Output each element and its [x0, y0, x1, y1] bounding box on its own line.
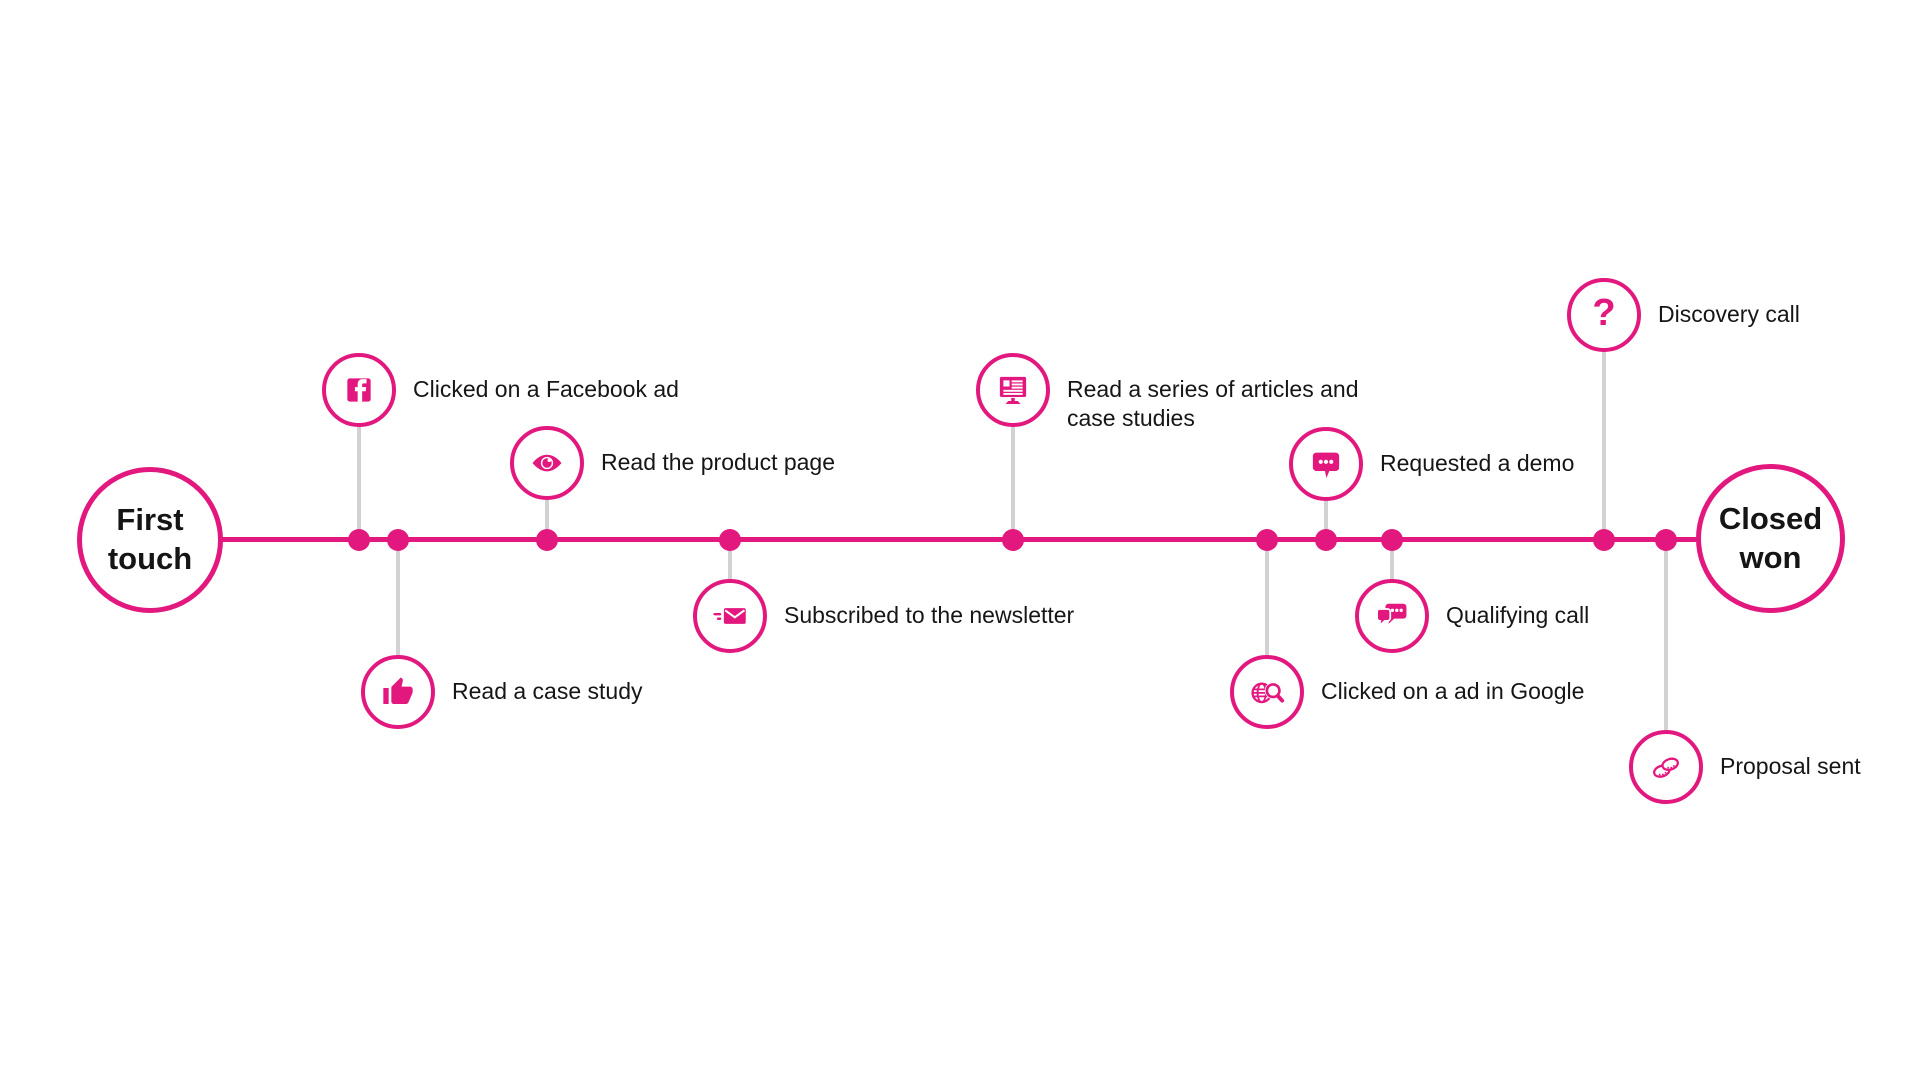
event-circle: [1629, 730, 1703, 804]
timeline-dot: [1256, 529, 1278, 551]
event-label: Requested a demo: [1380, 450, 1575, 476]
event-label: Discovery call: [1658, 301, 1800, 327]
event-circle: [976, 353, 1050, 427]
event-label: Read the product page: [601, 449, 836, 475]
timeline-end-label: Closed won: [1718, 500, 1823, 575]
event-circle: [1355, 579, 1429, 653]
event-label: Proposal sent: [1720, 753, 1861, 779]
event-connector: [1324, 464, 1328, 540]
event-label: Clicked on a ad in Google: [1321, 678, 1585, 704]
event-circle: [361, 655, 435, 729]
event-label: Subscribed to the newsletter: [784, 602, 1075, 628]
timeline-dot: [348, 529, 370, 551]
event-circle: [510, 426, 584, 500]
timeline-dot: [387, 529, 409, 551]
monitor-article-icon: [999, 376, 1027, 404]
chat-bubble-icon: [1312, 452, 1340, 478]
thumbs-up-icon: [383, 677, 413, 704]
coins-icon: [1653, 757, 1679, 778]
timeline-dot: [1002, 529, 1024, 551]
event-connector: [1390, 540, 1394, 616]
facebook-icon: [347, 378, 371, 402]
event-circle: ?: [1567, 278, 1641, 352]
event-connector: [1265, 540, 1269, 692]
globe-search-icon: [1251, 682, 1285, 704]
event-connector: [396, 540, 400, 692]
event-connector: [357, 390, 361, 540]
event-connector: [545, 463, 549, 540]
event-label: Read a series of articles and case studi…: [1067, 376, 1359, 431]
event-label: Qualifying call: [1446, 602, 1590, 628]
timeline-dot: [536, 529, 558, 551]
eye-icon: [532, 454, 562, 472]
timeline-end-node: Closed won: [1696, 464, 1845, 613]
timeline-start-label: First touch: [107, 502, 193, 576]
event-connector: [1602, 315, 1606, 540]
event-circle: [693, 579, 767, 653]
timeline-dot: [1655, 529, 1677, 551]
event-circle: [1289, 427, 1363, 501]
timeline-dot: [1381, 529, 1403, 551]
send-mail-icon: [713, 608, 746, 624]
chat-bubbles-icon: [1376, 603, 1407, 628]
timeline-start-node: First touch: [77, 467, 223, 613]
event-circle: [1230, 655, 1304, 729]
timeline-line: [220, 537, 1698, 542]
event-label: Clicked on a Facebook ad: [413, 376, 679, 402]
timeline-dot: [719, 529, 741, 551]
event-connector: [1011, 390, 1015, 540]
event-connector: [728, 540, 732, 616]
event-circle: [322, 353, 396, 427]
event-label: Read a case study: [452, 678, 643, 704]
timeline-dot: [1315, 529, 1337, 551]
question-mark-icon: ?: [1592, 292, 1616, 334]
timeline-dot: [1593, 529, 1615, 551]
event-connector: [1664, 540, 1668, 767]
